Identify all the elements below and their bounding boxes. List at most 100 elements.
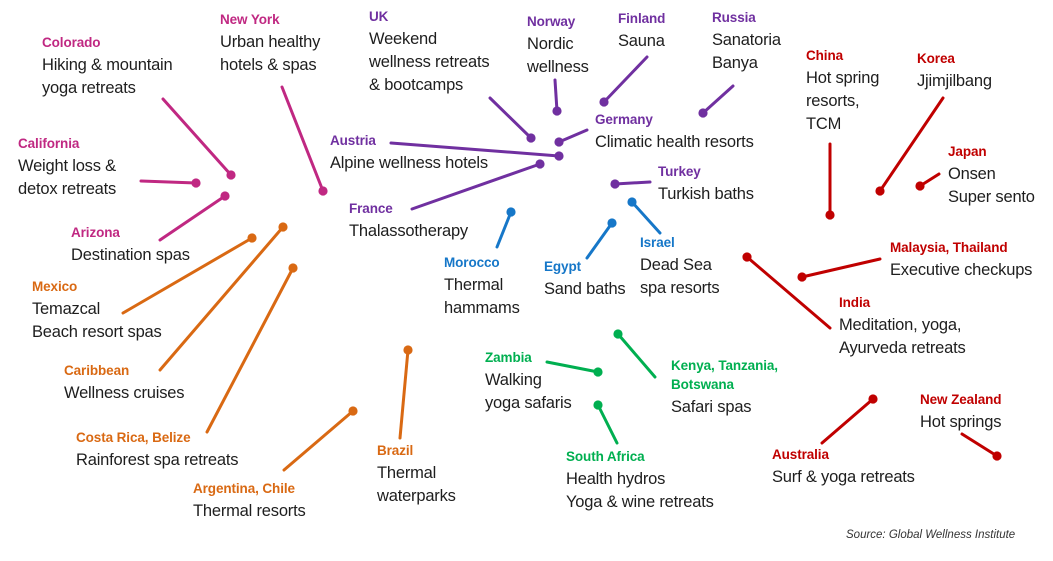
offering-description: Thermal — [377, 464, 437, 482]
leader-line-germany — [557, 128, 589, 144]
offering-description: yoga safaris — [485, 394, 572, 412]
leader-line-new-york — [280, 85, 325, 193]
country-name: Turkey — [658, 164, 701, 179]
offering-description: Dead Sea — [640, 256, 712, 274]
country-name: California — [18, 136, 80, 151]
offering-description: Destination spas — [71, 246, 190, 264]
country-name: New Zealand — [920, 392, 1002, 407]
offering-description: detox retreats — [18, 180, 117, 198]
offering-description: Banya — [712, 54, 758, 72]
offering-description: Yoga & wine retreats — [566, 493, 714, 511]
leader-line-egypt — [585, 221, 614, 260]
offering-description: spa resorts — [640, 279, 720, 297]
country-name: France — [349, 201, 393, 216]
offering-description: wellness retreats — [369, 53, 490, 71]
leader-line-israel — [630, 200, 662, 235]
offering-description: Safari spas — [671, 398, 752, 416]
leader-line-colorado — [161, 97, 233, 177]
offering-description: Beach resort spas — [32, 323, 162, 341]
offering-description: Ayurveda retreats — [839, 339, 966, 357]
country-name: Russia — [712, 10, 756, 25]
location-dot-turkey — [610, 179, 620, 189]
location-dot-germany — [554, 137, 564, 147]
offering-description: Sanatoria — [712, 31, 781, 49]
location-dot-malaysia-thailand — [797, 272, 807, 282]
country-name: Norway — [527, 14, 576, 29]
offering-description: Climatic health resorts — [595, 133, 754, 151]
offering-description: Hot spring — [806, 69, 880, 87]
country-name: Korea — [917, 51, 955, 66]
leader-line-turkey — [613, 180, 652, 186]
country-name: India — [839, 295, 871, 310]
country-name: Finland — [618, 11, 666, 26]
offering-description: wellness — [527, 58, 589, 76]
country-name: Austria — [330, 133, 376, 148]
offering-description: Thermal resorts — [193, 502, 306, 520]
offering-description: Meditation, yoga, — [839, 316, 962, 334]
location-dot-france — [535, 159, 545, 169]
country-name: Costa Rica, Belize — [76, 430, 191, 445]
offering-description: Executive checkups — [890, 261, 1033, 279]
country-name: Arizona — [71, 225, 120, 240]
source-note: Source: Global Wellness Institute — [846, 529, 1016, 541]
offering-description: resorts, — [806, 92, 860, 110]
leader-line-japan — [918, 172, 941, 188]
country-name: Zambia — [485, 350, 532, 365]
offering-description: Turkish baths — [658, 185, 754, 203]
location-dot-norway — [552, 106, 562, 116]
leader-line-kenya-tanzania-botswana — [616, 332, 657, 379]
country-name: Egypt — [544, 259, 582, 274]
location-dot-brazil — [403, 345, 413, 355]
location-dot-new-york — [318, 186, 328, 196]
offering-description: Rainforest spa retreats — [76, 451, 239, 469]
location-dot-australia — [868, 394, 878, 404]
country-name: Mexico — [32, 279, 78, 294]
location-dot-korea — [875, 186, 885, 196]
country-name: New York — [220, 12, 280, 27]
country-name: UK — [369, 9, 389, 24]
offering-description: Nordic — [527, 35, 574, 53]
leader-line-california — [139, 179, 198, 185]
location-dot-austria — [554, 151, 564, 161]
location-dot-zambia — [593, 367, 603, 377]
location-dot-egypt — [607, 218, 617, 228]
location-dot-japan — [915, 181, 925, 191]
location-dot-colorado — [226, 170, 236, 180]
offering-description: Jjimjilbang — [917, 72, 992, 90]
location-dot-california — [191, 178, 201, 188]
leader-line-morocco — [495, 210, 513, 249]
offering-description: Health hydros — [566, 470, 666, 488]
country-name: Botswana — [671, 377, 734, 392]
country-name: Morocco — [444, 255, 500, 270]
country-name: China — [806, 48, 844, 63]
offering-description: Weight loss & — [18, 157, 116, 175]
offering-description: waterparks — [377, 487, 456, 505]
country-name: Caribbean — [64, 363, 130, 378]
offering-description: TCM — [806, 115, 842, 133]
leader-line-malaysia-thailand — [800, 257, 882, 279]
offering-description: Sand baths — [544, 280, 626, 298]
location-dot-finland — [599, 97, 609, 107]
location-dot-israel — [627, 197, 637, 207]
location-dot-costa-rica-belize — [288, 263, 298, 273]
offering-description: & bootcamps — [369, 76, 464, 94]
